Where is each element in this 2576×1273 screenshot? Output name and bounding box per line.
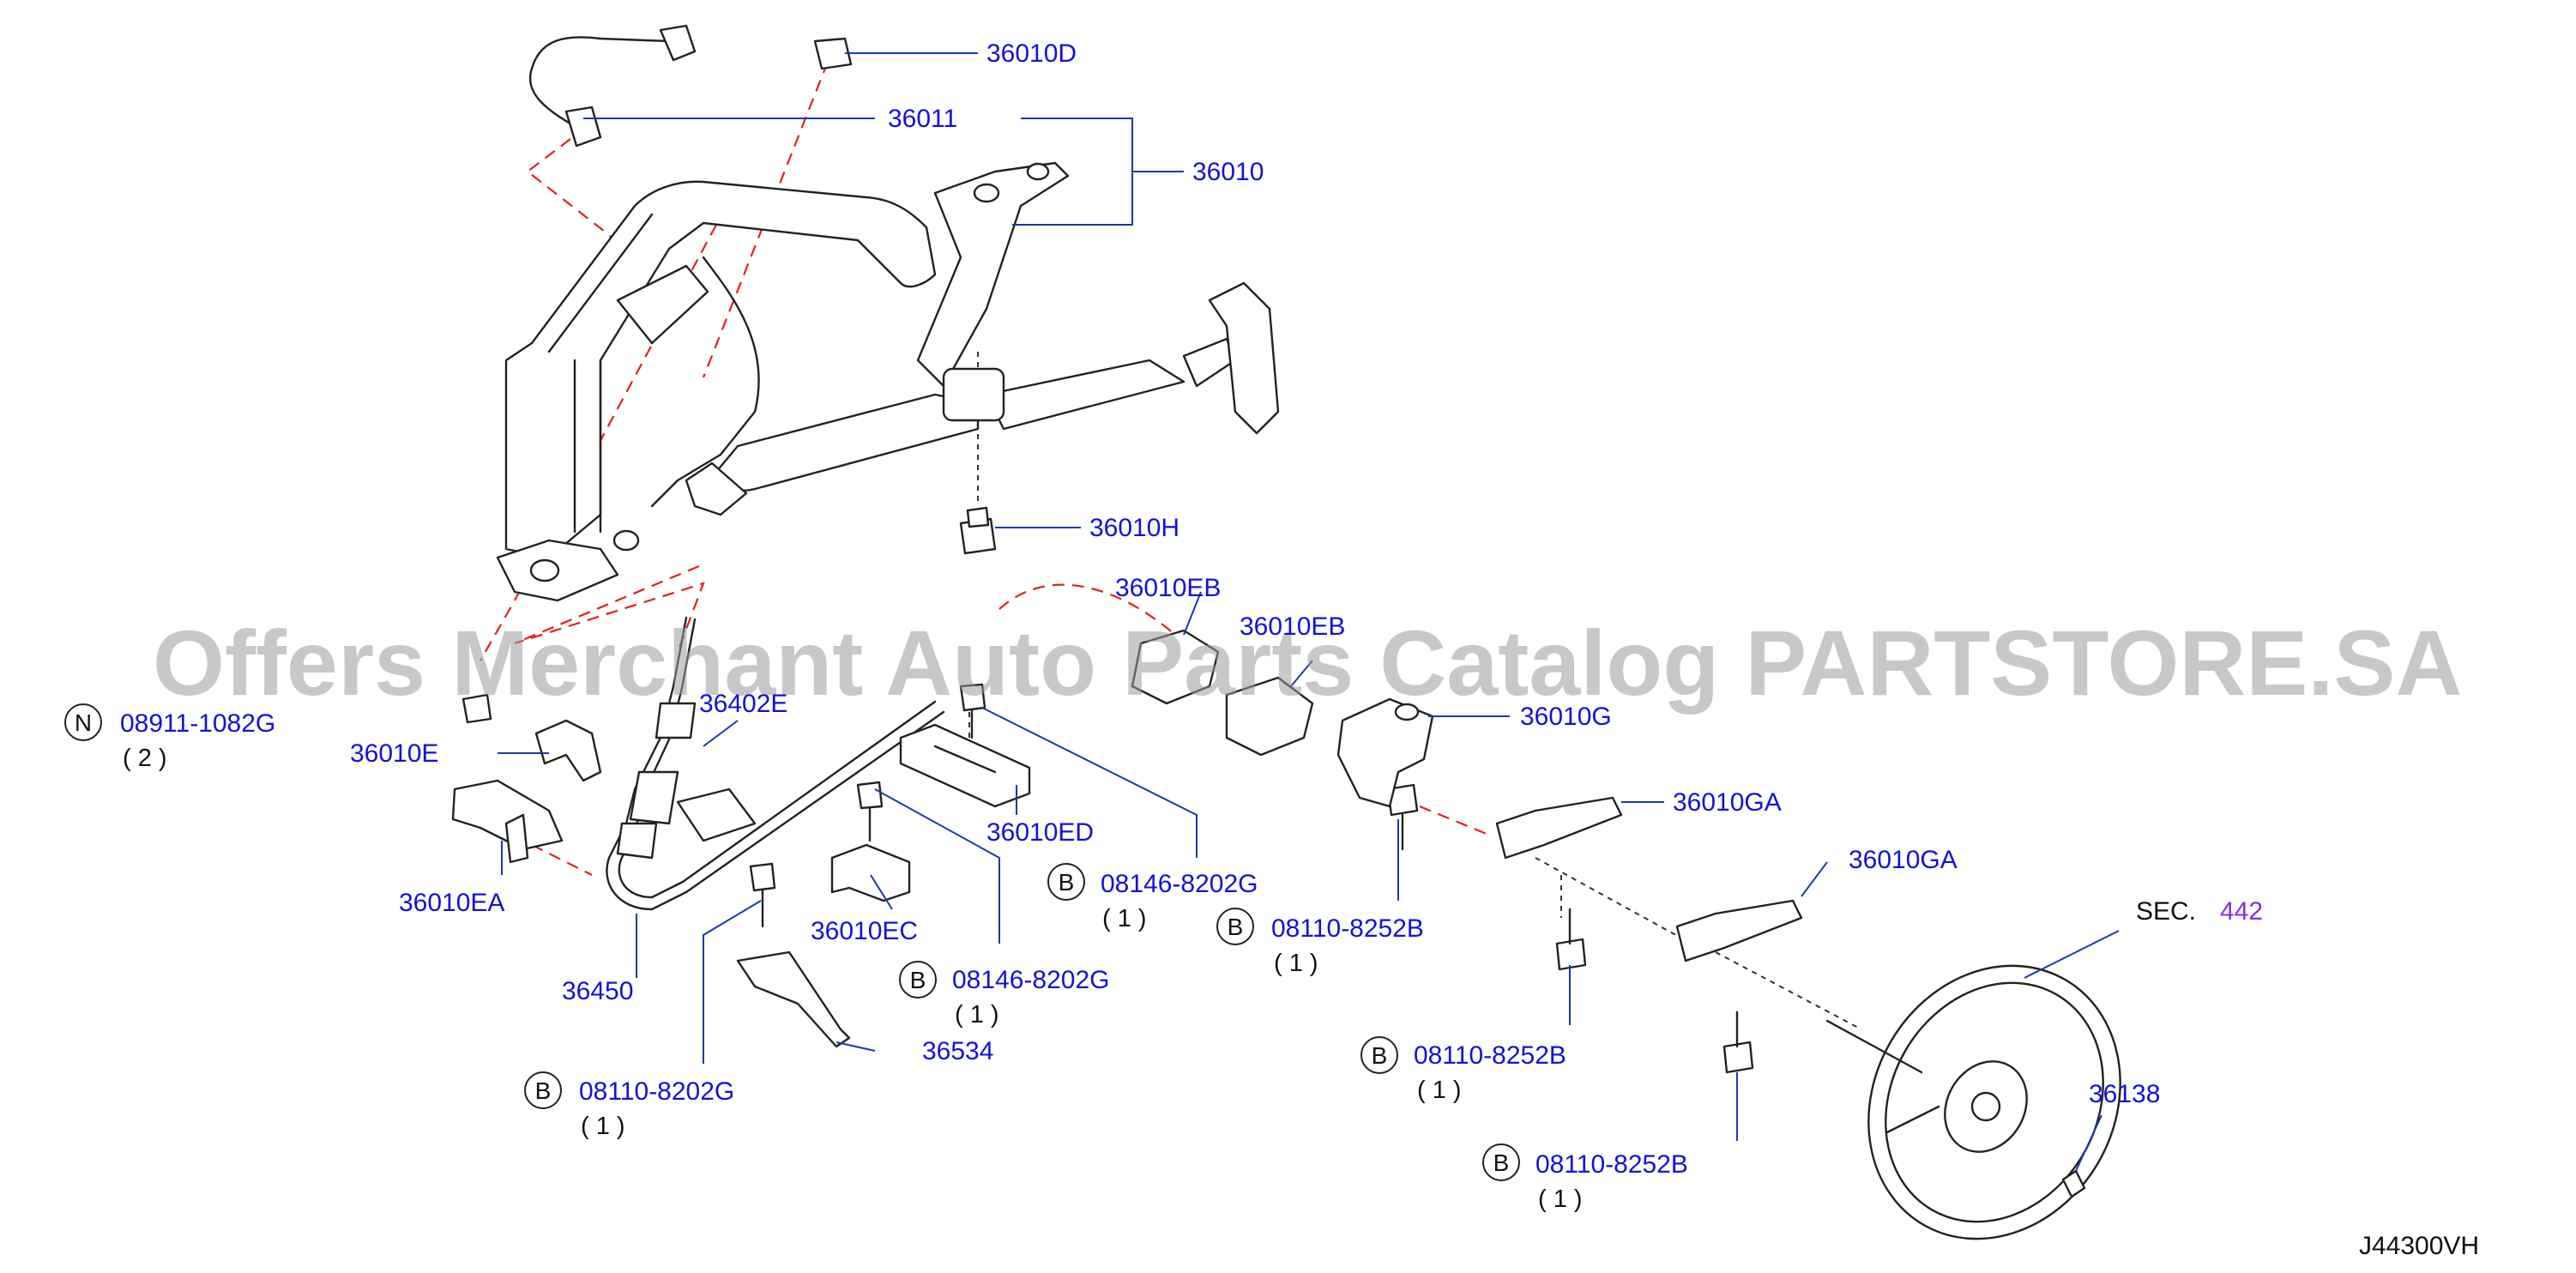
marker-circle (524, 1071, 562, 1109)
nut-08911-1082G (462, 693, 492, 724)
marker-circle (1360, 1036, 1398, 1074)
fastener-callout: B 08110-8202G ( 1 ) (524, 1071, 734, 1140)
fastener-part-number: 08110-8252B (1535, 1150, 1688, 1179)
marker-circle (1482, 1143, 1520, 1181)
marker-letter: N (75, 709, 92, 736)
fastener-qty: ( 1 ) (1274, 950, 1318, 977)
part-labels: 36010D 36011 36010 36010H 36010EB 36010E… (350, 39, 2160, 1108)
label-36010GA-upper: 36010GA (1673, 788, 1782, 817)
fastener-qty: ( 1 ) (1417, 1077, 1462, 1104)
fastener-part-number: 08110-8252B (1414, 1041, 1566, 1070)
marker-letter: B (910, 967, 926, 993)
label-36010: 36010 (1192, 158, 1264, 186)
label-36010EB-lower: 36010EB (1240, 612, 1345, 641)
clamps-36010EB (1131, 629, 1314, 757)
switch-wire-36011 (529, 24, 853, 148)
bracket-36010G (1336, 697, 1434, 808)
fastener-callout: B 08110-8252B ( 1 ) (1216, 908, 1424, 977)
fastener-callout: B 08146-8202G ( 1 ) (1047, 863, 1258, 932)
brake-cable (606, 616, 945, 911)
marker-circle (64, 703, 102, 741)
fastener-part-number: 08146-8202G (952, 966, 1110, 994)
fastener-qty: ( 1 ) (1538, 1186, 1583, 1213)
label-36010G: 36010G (1520, 703, 1612, 731)
section-reference: SEC. 442 (2136, 897, 2263, 926)
label-36450: 36450 (562, 977, 633, 1005)
nut-36010H (959, 506, 997, 555)
clip-36010E (534, 719, 602, 782)
marker-letter: B (535, 1077, 552, 1104)
watermark-text: Offers Merchant Auto Parts Catalog PARTS… (153, 611, 2462, 715)
fastener-callout: B 08110-8252B ( 1 ) (1482, 1143, 1688, 1213)
leader-lines (498, 52, 2120, 1172)
section-number: 442 (2220, 897, 2263, 926)
marker-letter: B (1228, 914, 1244, 940)
clip-36010EC (830, 843, 911, 902)
label-36010GA-lower: 36010GA (1849, 846, 1958, 874)
section-prefix: SEC. (2136, 897, 2196, 926)
fastener-part-number: 08110-8202G (579, 1077, 734, 1106)
fastener-callout: N 08911-1082G ( 2 ) (64, 703, 275, 772)
fastener-part-number: 08911-1082G (120, 709, 275, 738)
fastener-qty: ( 1 ) (1102, 905, 1147, 932)
label-36534: 36534 (922, 1037, 993, 1065)
label-36138: 36138 (2089, 1080, 2160, 1108)
brake-handle-rod (685, 281, 1280, 516)
diagram-code: J44300VH (2359, 1232, 2479, 1260)
bracket-36534 (736, 950, 851, 1048)
label-36010EC: 36010EC (811, 917, 918, 945)
label-36011: 36011 (888, 105, 957, 133)
label-36010EA: 36010EA (399, 889, 504, 917)
fastener-callout: B 08146-8202G ( 1 ) (899, 961, 1110, 1029)
bracket-assembly-36010 (496, 161, 1070, 602)
label-36010EB-upper: 36010EB (1115, 574, 1221, 602)
marker-circle (1216, 908, 1254, 945)
marker-circle (899, 961, 937, 998)
bracket-36010ED (899, 723, 1031, 808)
marker-letter: B (1493, 1149, 1510, 1176)
fastener-qty: ( 1 ) (581, 1113, 625, 1140)
marker-circle (1047, 863, 1085, 901)
clips-36010GA (1495, 796, 1803, 962)
label-36402E: 36402E (699, 690, 787, 718)
label-36010ED: 36010ED (986, 818, 1094, 847)
fastener-qty: ( 1 ) (955, 1001, 999, 1029)
fastener-callout: B 08110-8252B ( 1 ) (1360, 1036, 1566, 1104)
fastener-part-number: 08110-8252B (1271, 914, 1424, 943)
clip-36010EA (451, 779, 564, 864)
label-36010H: 36010H (1089, 514, 1179, 542)
marker-letter: B (1372, 1042, 1388, 1069)
fastener-qty: ( 2 ) (123, 745, 167, 772)
label-36010E: 36010E (350, 739, 438, 768)
brake-booster (1825, 964, 2121, 1240)
marker-letter: B (1059, 869, 1075, 896)
fastener-part-number: 08146-8202G (1101, 870, 1258, 898)
label-36010D: 36010D (986, 39, 1077, 68)
